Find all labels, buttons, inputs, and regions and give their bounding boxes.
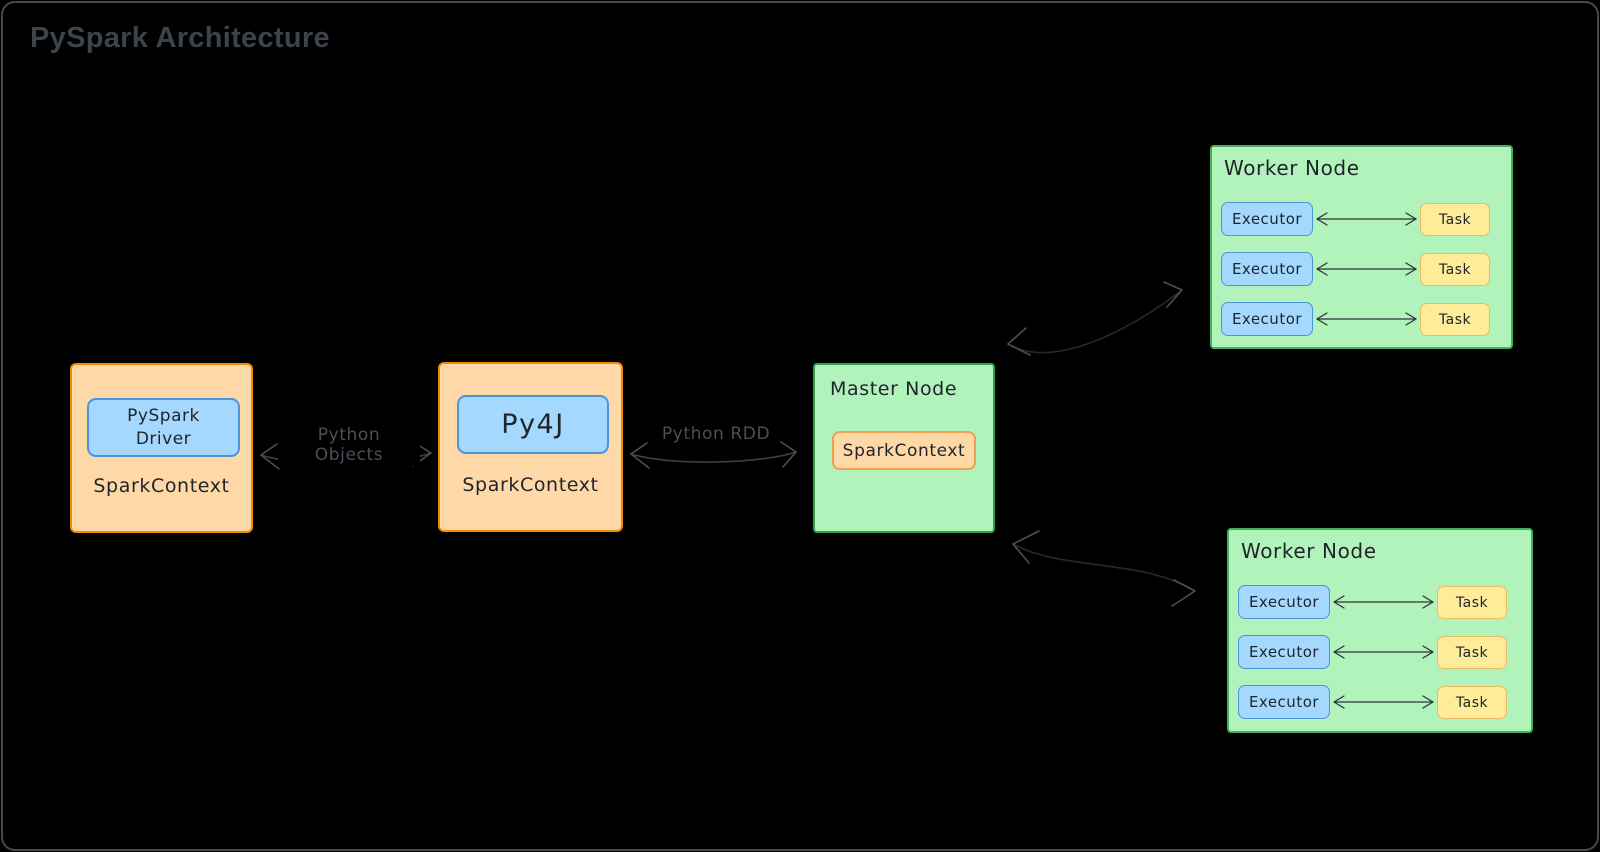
page-title: PySpark Architecture xyxy=(30,22,330,54)
pyspark-driver-label: PySpark Driver xyxy=(127,405,200,449)
python-rdd-arrow xyxy=(630,441,797,469)
task-box: Task xyxy=(1437,686,1507,719)
task-box: Task xyxy=(1420,303,1490,336)
master-sparkcontext-label: SparkContext xyxy=(842,440,966,461)
task-box: Task xyxy=(1437,636,1507,669)
executor-task-arrow xyxy=(1316,312,1417,326)
master-to-worker-bottom-arrow xyxy=(1012,530,1196,607)
executor-box: Executor xyxy=(1238,685,1330,719)
executor-box: Executor xyxy=(1221,302,1313,336)
executor-task-arrow xyxy=(1333,595,1434,609)
worker-node-bottom-title: Worker Node xyxy=(1241,539,1377,563)
py4j-label: Py4J xyxy=(501,409,565,440)
worker-node-top-title: Worker Node xyxy=(1224,156,1360,180)
pyspark-driver-box: PySpark Driver SparkContext xyxy=(70,363,253,533)
executor-box: Executor xyxy=(1221,252,1313,286)
driver-sparkcontext-label: SparkContext xyxy=(93,475,230,497)
executor-box: Executor xyxy=(1221,202,1313,236)
master-to-worker-top-arrow xyxy=(1007,281,1183,356)
executor-task-arrow xyxy=(1316,212,1417,226)
task-box: Task xyxy=(1437,586,1507,619)
worker-node-top: Worker Node Executor Task Executor Task … xyxy=(1210,145,1513,349)
python-rdd-label: Python RDD xyxy=(652,423,780,445)
py4j-sparkcontext-label: SparkContext xyxy=(462,474,599,496)
master-sparkcontext-box: SparkContext xyxy=(832,431,976,470)
py4j-box: Py4J SparkContext xyxy=(438,362,623,532)
py4j-inner-box: Py4J xyxy=(457,395,609,454)
task-box: Task xyxy=(1420,203,1490,236)
executor-box: Executor xyxy=(1238,635,1330,669)
master-node-box: Master Node SparkContext xyxy=(813,363,995,533)
pyspark-driver-inner-box: PySpark Driver xyxy=(87,398,240,457)
executor-task-arrow xyxy=(1333,695,1434,709)
worker-node-bottom: Worker Node Executor Task Executor Task … xyxy=(1227,528,1533,733)
master-node-title: Master Node xyxy=(830,378,958,400)
executor-task-arrow xyxy=(1333,645,1434,659)
python-objects-label: Python Objects xyxy=(278,424,420,466)
executor-box: Executor xyxy=(1238,585,1330,619)
task-box: Task xyxy=(1420,253,1490,286)
executor-task-arrow xyxy=(1316,262,1417,276)
